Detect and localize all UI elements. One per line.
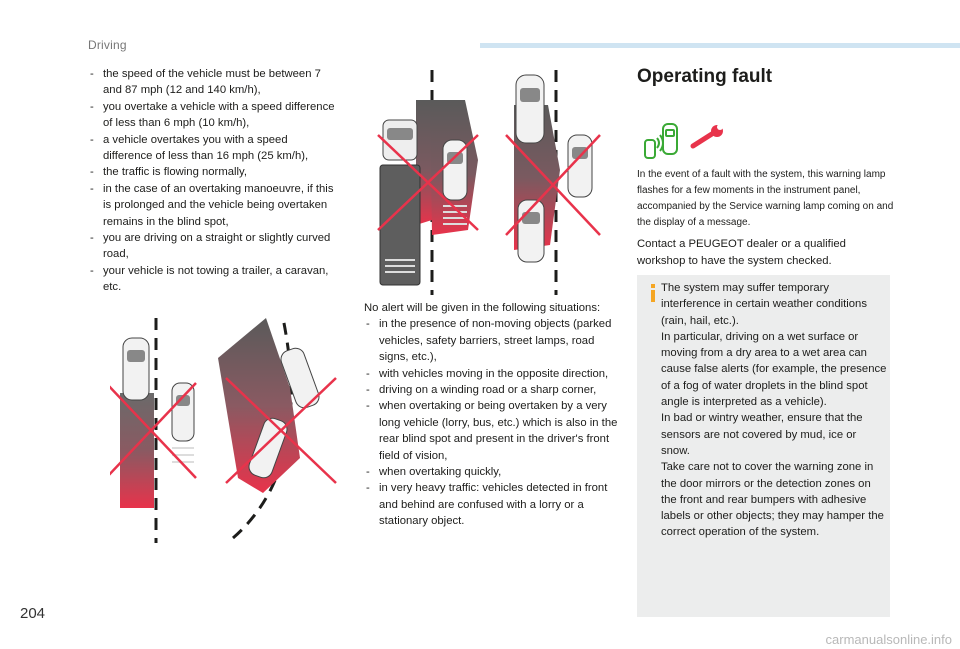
- list-item: in the case of an overtaking manoeuvre, …: [88, 181, 338, 230]
- list-item: your vehicle is not towing a trailer, a …: [88, 263, 338, 296]
- info-line: In particular, driving on a wet surface …: [661, 330, 887, 409]
- info-icon: [651, 284, 655, 302]
- list-item: in the presence of non-moving objects (p…: [364, 316, 626, 365]
- list-item: you overtake a vehicle with a speed diff…: [88, 99, 338, 132]
- list-item: when overtaking quickly,: [364, 464, 626, 481]
- header-bar: [480, 43, 960, 48]
- no-alert-intro: No alert will be given in the following …: [364, 302, 601, 314]
- illustration-quick-overtaking: [505, 70, 601, 295]
- section-title: Operating fault: [637, 66, 773, 87]
- list-item: with vehicles moving in the opposite dir…: [364, 366, 626, 383]
- list-item: driving on a winding road or a sharp cor…: [364, 382, 626, 399]
- fault-contact: Contact a PEUGEOT dealer or a qualified …: [637, 238, 846, 267]
- info-line: The system may suffer temporary interfer…: [661, 282, 867, 327]
- watermark: carmanualsonline.info: [825, 632, 952, 647]
- info-line: In bad or wintry weather, ensure that th…: [661, 412, 863, 457]
- list-item: the speed of the vehicle must be between…: [88, 66, 338, 99]
- list-item: when overtaking or being overtaken by a …: [364, 398, 626, 464]
- list-item: the traffic is flowing normally,: [88, 164, 338, 181]
- fault-icons: [644, 123, 723, 159]
- wrench-icon: [690, 124, 723, 149]
- info-box: The system may suffer temporary interfer…: [637, 275, 890, 617]
- list-item: you are driving on a straight or slightl…: [88, 230, 338, 263]
- page-number: 204: [20, 605, 46, 622]
- info-line: Take care not to cover the warning zone …: [661, 461, 884, 539]
- illustration-straight-road: [110, 318, 197, 543]
- illustration-sharp-corner: [218, 318, 337, 540]
- illustration-long-vehicle: [377, 70, 479, 295]
- list-item: a vehicle overtakes you with a speed dif…: [88, 132, 338, 165]
- no-alert-section: No alert will be given in the following …: [364, 300, 626, 530]
- fault-description: In the event of a fault with the system,…: [637, 169, 894, 228]
- conditions-list: the speed of the vehicle must be between…: [88, 66, 338, 296]
- section-header: Driving: [88, 38, 127, 52]
- info-text: The system may suffer temporary interfer…: [661, 280, 888, 541]
- list-item: in very heavy traffic: vehicles detected…: [364, 480, 626, 529]
- no-alert-list: in the presence of non-moving objects (p…: [364, 316, 626, 529]
- blind-spot-warning-lamp-icon: [644, 123, 678, 159]
